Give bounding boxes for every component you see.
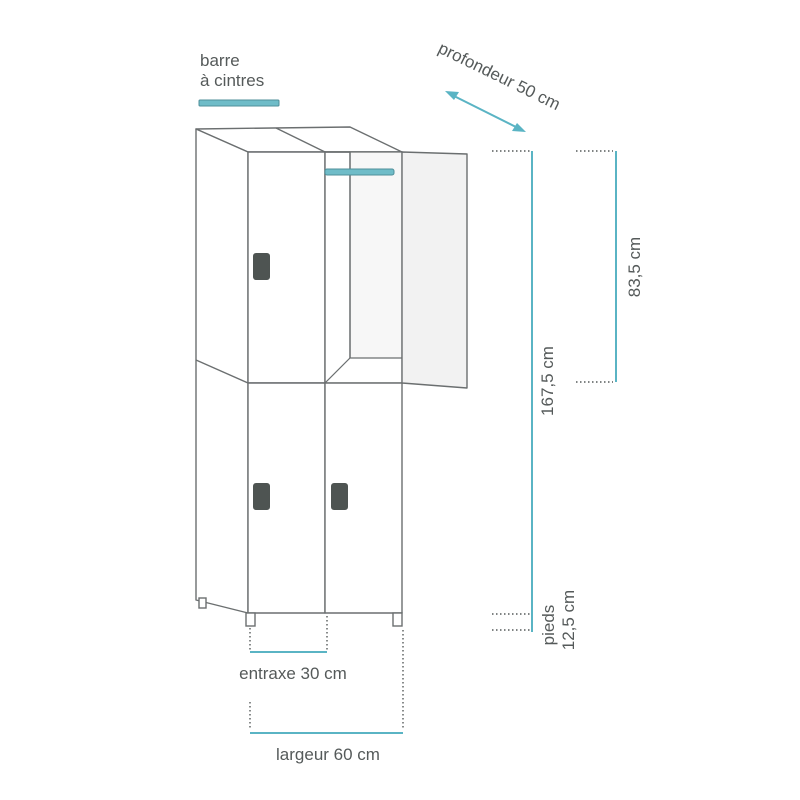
handle-top-left <box>253 253 270 280</box>
handle-bottom-left <box>253 483 270 510</box>
foot-back-left <box>198 597 207 609</box>
hanger-bar-legend: barre à cintres <box>198 51 280 107</box>
height-total-dimension: 167,5 cm <box>492 150 557 632</box>
depth-dimension: profondeur 50 cm <box>435 39 563 132</box>
left-side-shelf-line <box>195 359 249 384</box>
open-door <box>401 151 468 389</box>
depth-arrowhead-end <box>512 123 526 132</box>
spacing-dimension: entraxe 30 cm <box>239 616 347 683</box>
depth-arrowhead-start <box>445 91 459 100</box>
foot-front-left <box>245 612 256 627</box>
feet-label-line1: pieds <box>539 605 558 646</box>
feet-label-line2: 12,5 cm <box>559 590 578 650</box>
locker-cabinet <box>195 126 468 627</box>
compartment-back-wall <box>349 151 403 384</box>
handle-bottom-right <box>331 483 348 510</box>
hanger-bar-label-line2: à cintres <box>200 71 264 90</box>
depth-label: profondeur 50 cm <box>435 39 563 114</box>
width-dimension: largeur 60 cm <box>249 630 404 764</box>
height-total-label: 167,5 cm <box>538 346 557 416</box>
height-compartment-dimension: 83,5 cm <box>576 150 644 383</box>
spacing-label: entraxe 30 cm <box>239 664 347 683</box>
compartment-height-label: 83,5 cm <box>625 237 644 297</box>
width-label: largeur 60 cm <box>276 745 380 764</box>
cabinet-top-divider <box>275 127 326 153</box>
hanger-bar-legend-swatch <box>198 99 280 107</box>
foot-front-right <box>392 612 403 627</box>
depth-arrow-line <box>451 94 519 129</box>
feet-dimension: pieds 12,5 cm <box>492 590 578 650</box>
hanger-bar <box>324 168 395 176</box>
hanger-bar-label-line1: barre <box>200 51 240 70</box>
